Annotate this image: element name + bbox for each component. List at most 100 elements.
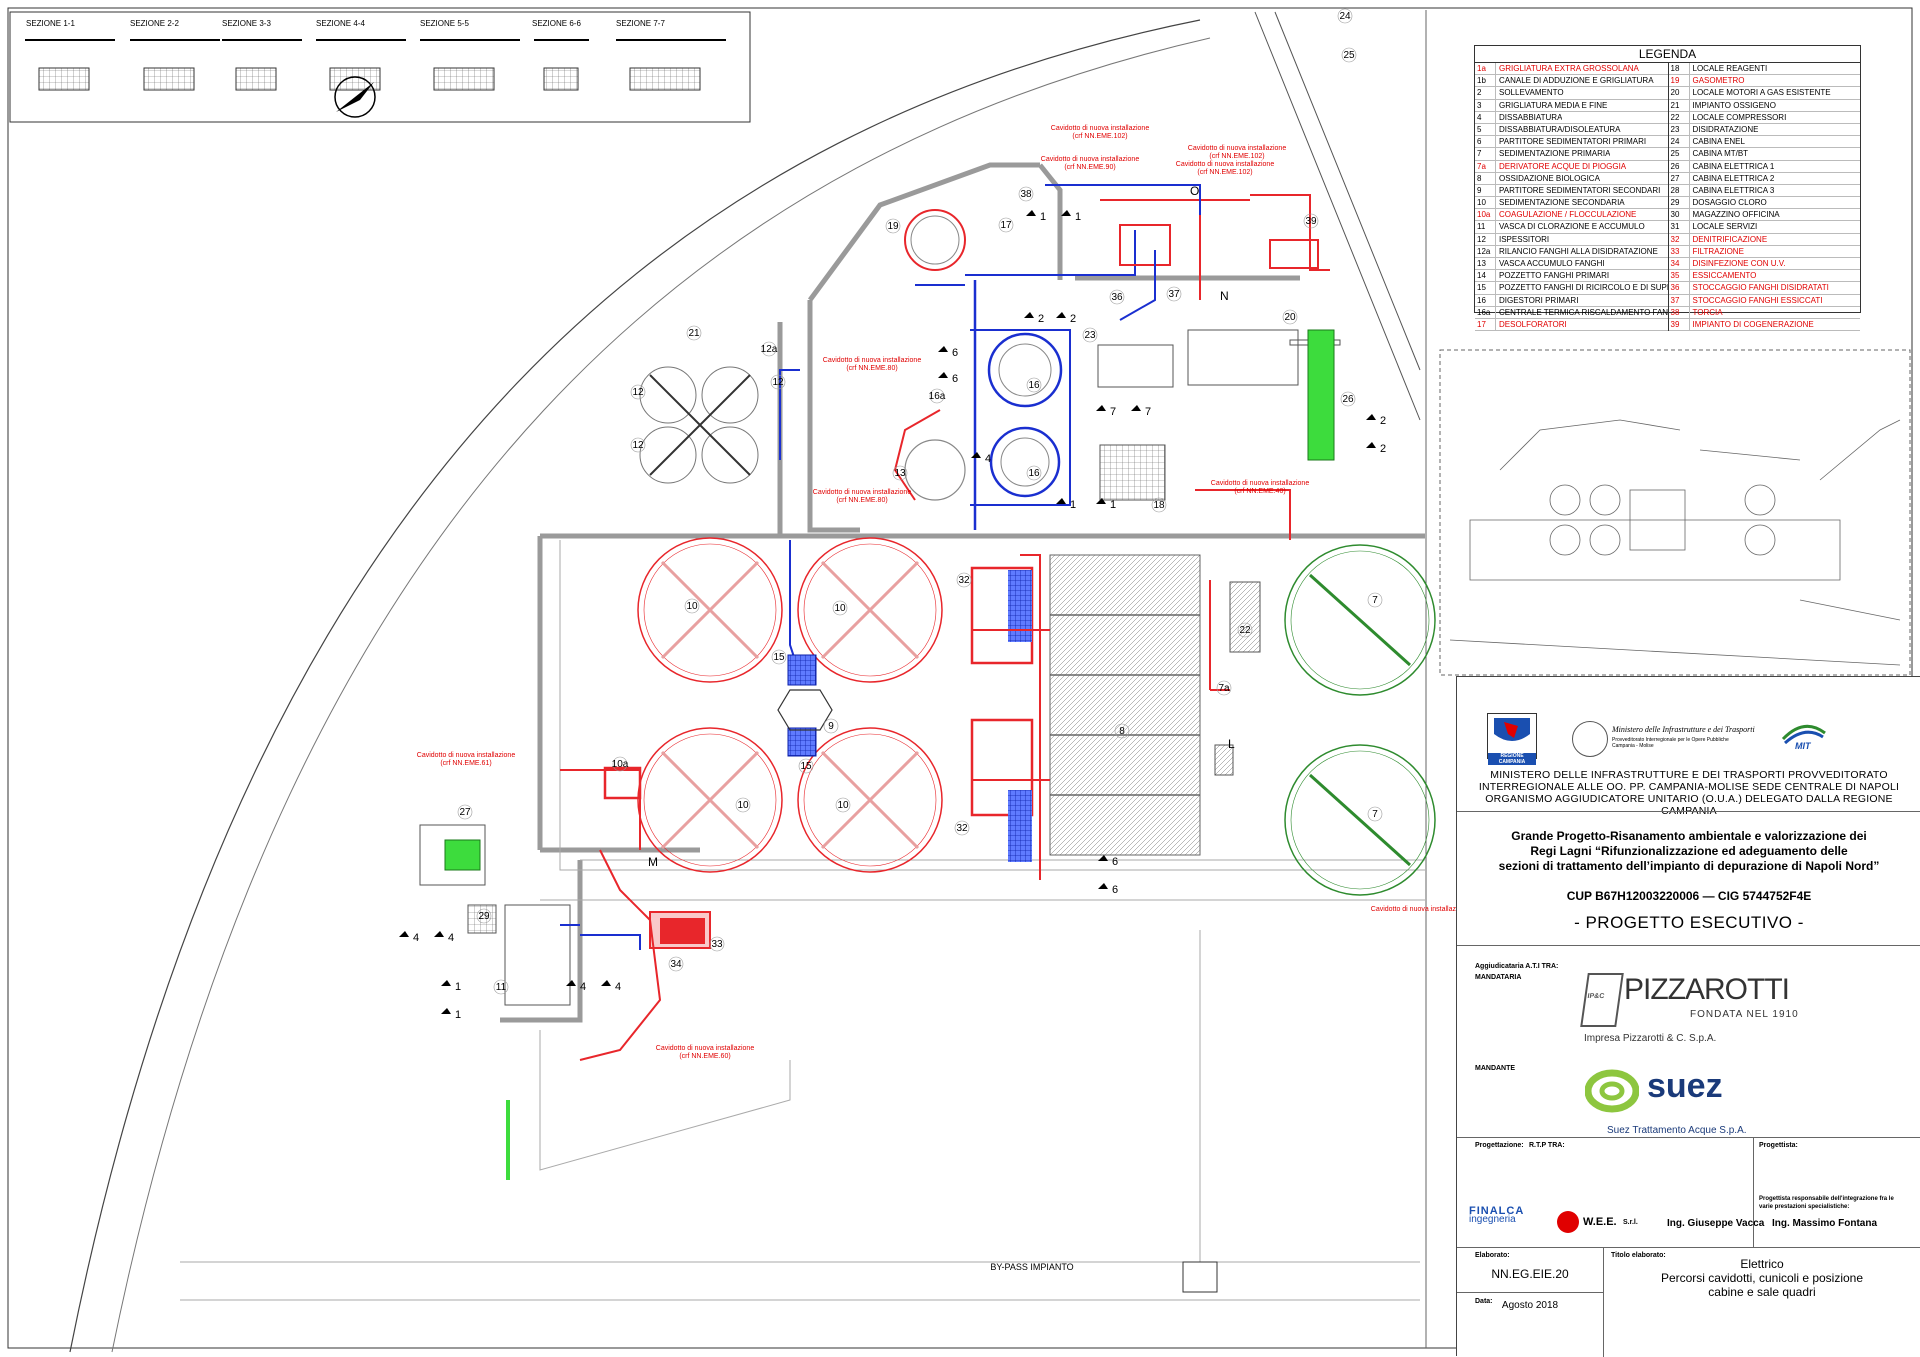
unit-label: 16a <box>929 391 946 402</box>
legend-code: 25 <box>1669 148 1690 160</box>
legend-code: 12 <box>1475 233 1496 245</box>
aggiudicataria-label: Aggiudicataria A.T.I TRA: <box>1475 963 1559 970</box>
section-marker: 2 <box>1380 443 1386 455</box>
cable-annotation-title: Cavidotto di nuova installazione <box>823 357 922 364</box>
legend-text: IMPIANTO OSSIGENO <box>1692 100 1776 110</box>
unit-label: 33 <box>711 939 723 950</box>
cable-annotation-title: Cavidotto di nuova installazione <box>417 752 516 759</box>
unit-label: 10 <box>837 800 849 811</box>
key-plan-drawing <box>1449 419 1901 666</box>
unit-label: 24 <box>1339 11 1351 22</box>
legend-code: 7a <box>1475 160 1496 172</box>
mandataria-label: MANDATARIA <box>1475 974 1522 981</box>
progettazione-label: Progettazione: <box>1475 1142 1524 1149</box>
plan-letter: M <box>648 855 658 869</box>
unit-label: 7a <box>1218 683 1230 694</box>
section-marker: 7 <box>1110 406 1116 418</box>
legend-code: 31 <box>1669 221 1690 233</box>
project-title: Grande Progetto-Risanamento ambientale e… <box>1467 829 1911 874</box>
site-boundary-arc <box>69 19 1201 1353</box>
thickeners <box>639 366 759 484</box>
legend-code: 39 <box>1669 318 1690 331</box>
legend-text: CABINA ELETTRICA 2 <box>1692 173 1775 183</box>
unit-label-marker <box>771 649 787 665</box>
legend-code: 32 <box>1669 233 1690 245</box>
legend-text: CABINA ELETTRICA 3 <box>1692 185 1775 195</box>
unit-label: 32 <box>958 575 970 586</box>
provveditorato-text: Provveditorato Interregionale per le Ope… <box>1612 737 1729 749</box>
cable-annotation-code: (crf NN.EME.90) <box>1064 164 1115 171</box>
section-marker-arrow-icon <box>566 980 576 986</box>
pizzarotti-caption: Impresa Pizzarotti & C. S.p.A. <box>1584 1033 1717 1044</box>
rtp-divider <box>1753 1137 1754 1247</box>
section-label: SEZIONE 3-3 <box>222 19 271 28</box>
mandante-label: MANDANTE <box>1475 1065 1516 1072</box>
buildings <box>419 329 1341 1006</box>
section-marker-arrow-icon <box>1061 210 1071 216</box>
legend-code: 16a <box>1475 306 1496 318</box>
cable-annotation-code: (crf NN.EME.80) <box>836 497 887 504</box>
key-plan <box>1439 349 1911 676</box>
legend-text: DISSABBIATURA <box>1499 112 1563 122</box>
section-marker-arrow-icon <box>1366 414 1376 420</box>
unit-label: 15 <box>773 652 785 663</box>
unit-label: 12 <box>772 377 784 388</box>
legend-code: 24 <box>1669 136 1690 148</box>
section-marker-arrow-icon <box>1026 210 1036 216</box>
section-marker-arrow-icon <box>1056 312 1066 318</box>
ministry-line: INTERREGIONALE ALLE OO. PP. CAMPANIA-MOL… <box>1478 781 1900 793</box>
legend-text: RILANCIO FANGHI ALLA DISIDRATAZIONE <box>1499 246 1658 256</box>
titolo-line: cabine e sale quadri <box>1708 1285 1816 1299</box>
wee-name: W.E.E. <box>1583 1216 1617 1228</box>
finalca-name: FINALCA <box>1469 1205 1525 1217</box>
legend-code: 17 <box>1475 318 1496 331</box>
unit-label-marker <box>1340 391 1356 407</box>
legend-title: LEGENDA <box>1475 46 1860 63</box>
cable-annotations: Cavidotto di nuova installazione(crf NN.… <box>417 125 1470 1060</box>
suez-swirl-icon <box>1585 1069 1639 1113</box>
section-marker: 4 <box>985 453 991 465</box>
legend-text: DISINFEZIONE CON U.V. <box>1692 259 1786 268</box>
unit-label: 25 <box>1343 50 1355 61</box>
region-logo-label: REGIONE CAMPANIA <box>1488 753 1536 765</box>
unit-label-marker <box>493 979 509 995</box>
unit-label-marker <box>770 374 786 390</box>
cable-annotation-code: (crf NN.EME.61) <box>440 760 491 767</box>
legend-text: CABINA ENEL <box>1692 137 1745 147</box>
section-marker: 4 <box>448 932 454 944</box>
legend-text: IMPIANTO DI COGENERAZIONE <box>1692 319 1814 329</box>
section-marker-arrow-icon <box>441 1008 451 1014</box>
legend-code: 1a <box>1475 63 1496 75</box>
unit-label-marker <box>1303 213 1319 229</box>
red-equipment <box>603 224 1319 944</box>
legend-code: 4 <box>1475 111 1496 123</box>
suez-logo: suez Suez Trattamento Acque S.p.A. <box>1577 1067 1817 1147</box>
section-marker-arrow-icon <box>441 980 451 986</box>
legend-text: DESOLFORATORI <box>1499 319 1567 329</box>
unit-label-marker <box>1114 723 1130 739</box>
bypass-label: BY-PASS IMPIANTO <box>990 1262 1073 1272</box>
plan-letter: N <box>1220 289 1229 303</box>
unit-label-marker <box>1109 289 1125 305</box>
unit-label-marker <box>1237 622 1253 638</box>
legend-text: COAGULAZIONE / FLOCCULAZIONE <box>1499 210 1637 220</box>
pizzarotti-name: PIZZAROTTI <box>1624 973 1790 1006</box>
unit-label: 23 <box>1084 330 1096 341</box>
ministry-line: MINISTERO DELLE INFRASTRUTTURE E DEI TRA… <box>1490 769 1888 781</box>
unit-label: 22 <box>1239 625 1251 636</box>
titolo-label: Titolo elaborato: <box>1611 1252 1666 1259</box>
legend-text: DENITRIFICAZIONE <box>1692 234 1768 244</box>
